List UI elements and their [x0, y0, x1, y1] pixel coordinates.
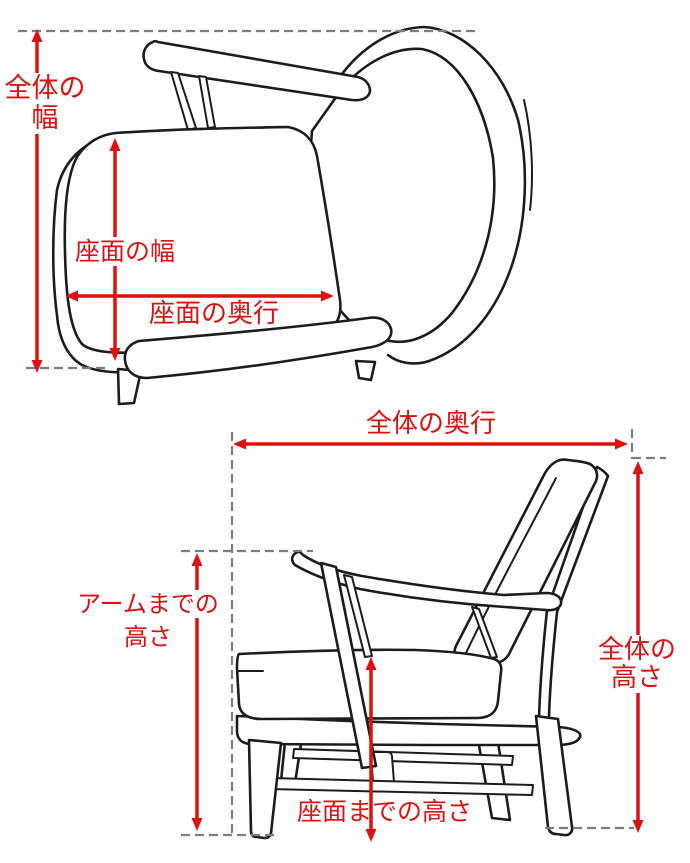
seat-height-label: 座面までの高さ	[297, 797, 473, 826]
overall-width-label-line1: 全体の	[3, 73, 87, 104]
side-view-drawing	[235, 458, 610, 840]
seat-width-label: 座面の幅	[74, 237, 177, 266]
arm-height-label-line1: アームまでの	[76, 590, 220, 618]
arm-height-label: アームまでの 高さ	[60, 588, 236, 654]
arm-height-label-line2: 高さ	[123, 623, 173, 651]
extension-lines	[18, 29, 666, 837]
overall-height-label-line2: 高さ	[609, 663, 664, 693]
overall-depth-arrow	[233, 438, 628, 450]
seat-depth-arrow	[65, 290, 334, 302]
overall-width-label: 全体の 幅	[0, 73, 90, 134]
seat-depth-label: 座面の奥行	[149, 299, 280, 329]
overall-width-label-line2: 幅	[30, 103, 60, 134]
overall-depth-label: 全体の奥行	[366, 409, 497, 439]
overall-height-label: 全体の 高さ	[592, 635, 682, 693]
top-view-drawing	[51, 25, 533, 406]
seat-height-arrow	[365, 657, 377, 842]
overall-height-label-line1: 全体の	[596, 635, 677, 665]
